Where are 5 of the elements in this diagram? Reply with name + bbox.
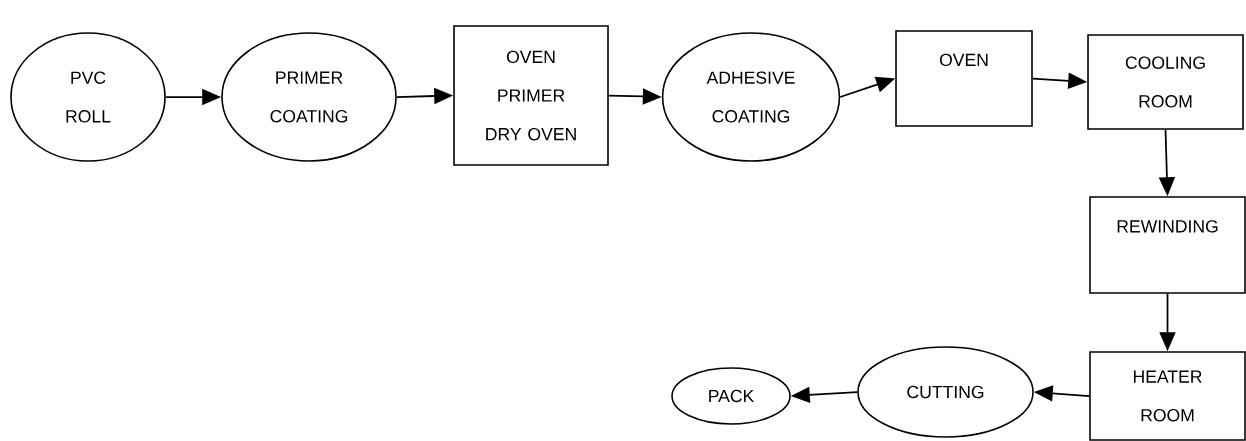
process-box: OVEN PRIMER DRY OVEN: [453, 25, 609, 166]
process-box: COOLING ROOM: [1087, 34, 1244, 130]
process-box: HEATER ROOM: [1089, 351, 1246, 441]
process-box: REWINDING: [1089, 196, 1246, 294]
process-box: OVEN: [895, 30, 1033, 127]
